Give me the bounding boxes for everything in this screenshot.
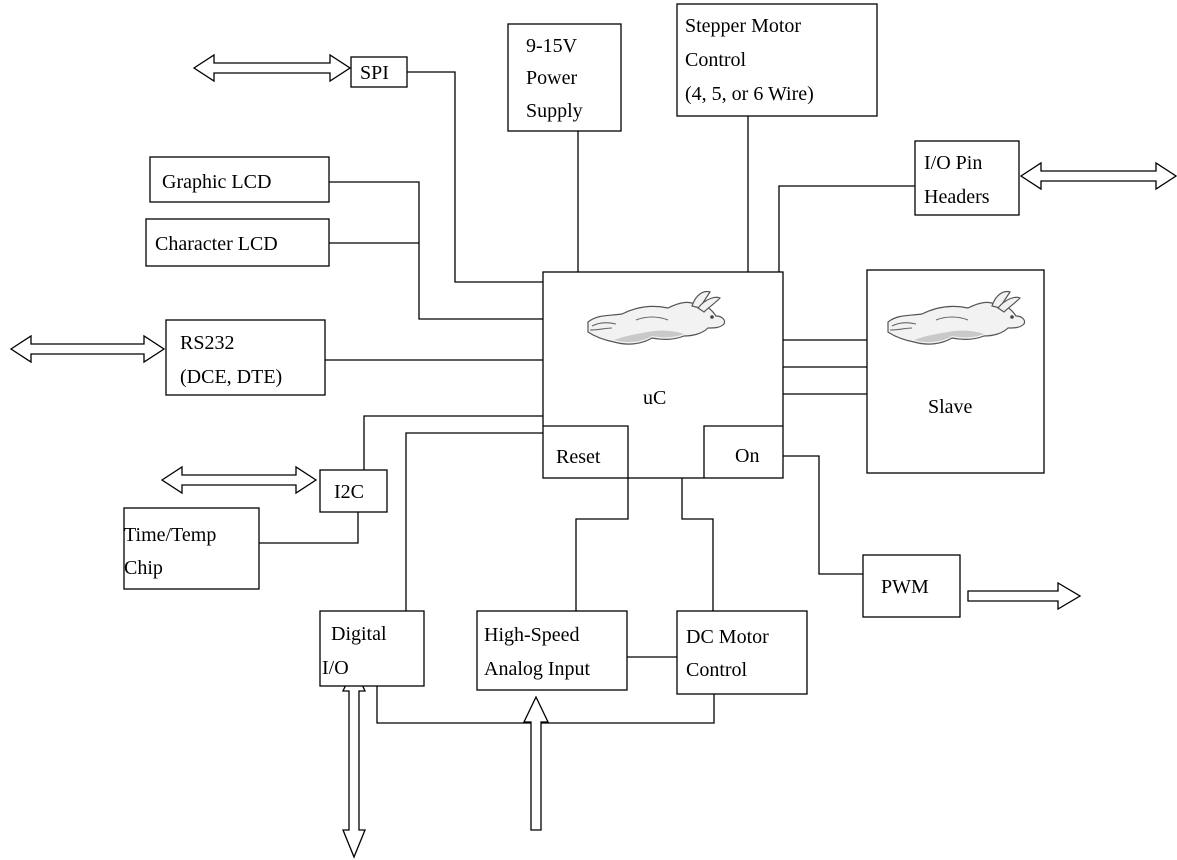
slave-box: Slave <box>867 270 1044 473</box>
pwm-label: PWM <box>881 576 929 598</box>
rs232-box: RS232 (DCE, DTE) <box>166 320 325 395</box>
digital-io-double-arrow <box>343 667 365 857</box>
character-lcd-label: Character LCD <box>155 233 278 255</box>
digital-io-box: Digital I/O <box>320 611 424 686</box>
timetemp-label-line-2: Chip <box>124 557 163 579</box>
pwm-box: PWM <box>863 555 960 617</box>
i2c-double-arrow <box>162 467 316 493</box>
dc-motor-label-line-1: DC Motor <box>686 626 769 648</box>
graphic-lcd-box: Graphic LCD <box>150 157 329 202</box>
character-lcd-box: Character LCD <box>146 219 329 266</box>
analog-input-box: High-Speed Analog Input <box>477 611 627 690</box>
stepper-label-line-1: Stepper Motor <box>685 15 801 37</box>
dc-motor-label-line-2: Control <box>686 659 748 681</box>
i2c-label: I2C <box>334 481 364 503</box>
graphic-lcd-label: Graphic LCD <box>162 171 271 193</box>
rs232-label-line-2: (DCE, DTE) <box>180 366 282 388</box>
power-label-line-3: Supply <box>526 100 583 122</box>
digital-io-label-line-1: Digital <box>331 623 387 645</box>
power-label-line-2: Power <box>526 67 577 89</box>
stepper-motor-box: Stepper Motor Control (4, 5, or 6 Wire) <box>677 4 877 116</box>
stepper-label-line-3: (4, 5, or 6 Wire) <box>685 83 814 105</box>
dc-motor-control-box: DC Motor Control <box>677 611 807 694</box>
digital-io-label-line-2: I/O <box>322 657 349 679</box>
i2c-box: I2C <box>320 470 387 512</box>
power-label-line-1: 9-15V <box>526 35 578 57</box>
stepper-label-line-2: Control <box>685 49 747 71</box>
slave-label: Slave <box>928 396 973 418</box>
rs232-label-line-1: RS232 <box>180 332 234 354</box>
rs232-double-arrow <box>11 336 164 362</box>
spi-double-arrow <box>194 55 350 81</box>
time-temp-chip-box: Time/Temp Chip <box>124 508 259 589</box>
analog-input-arrow <box>524 697 548 830</box>
io-pin-headers-box: I/O Pin Headers <box>915 141 1019 215</box>
timetemp-label-line-1: Time/Temp <box>124 524 216 546</box>
io-headers-label-line-1: I/O Pin <box>924 152 982 174</box>
power-supply-box: 9-15V Power Supply <box>508 24 621 131</box>
io-headers-double-arrow <box>1021 163 1176 189</box>
reset-label: Reset <box>556 446 601 468</box>
analog-label-line-1: High-Speed <box>484 624 580 646</box>
spi-box: SPI <box>351 57 407 87</box>
uc-label: uC <box>643 387 666 409</box>
microcontroller-box: uC Reset On <box>543 272 783 478</box>
on-label: On <box>735 445 759 467</box>
spi-label: SPI <box>360 62 389 84</box>
pwm-output-arrow <box>968 583 1080 609</box>
analog-label-line-2: Analog Input <box>484 658 591 680</box>
io-headers-label-line-2: Headers <box>924 186 990 208</box>
